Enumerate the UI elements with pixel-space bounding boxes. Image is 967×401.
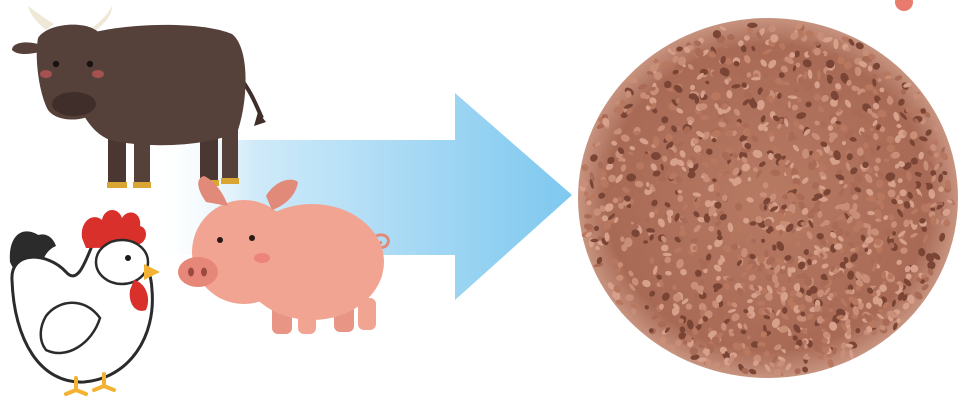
chicken-icon [10,210,160,394]
granule [931,215,937,225]
granule [625,90,631,97]
granule [873,296,880,304]
accent-dot [895,0,913,11]
granules-pile-icon [578,18,958,378]
granule [590,239,598,243]
cow-icon [12,6,266,188]
granule [906,273,912,279]
granule [624,237,632,247]
granule [803,356,810,360]
granule [744,35,750,40]
